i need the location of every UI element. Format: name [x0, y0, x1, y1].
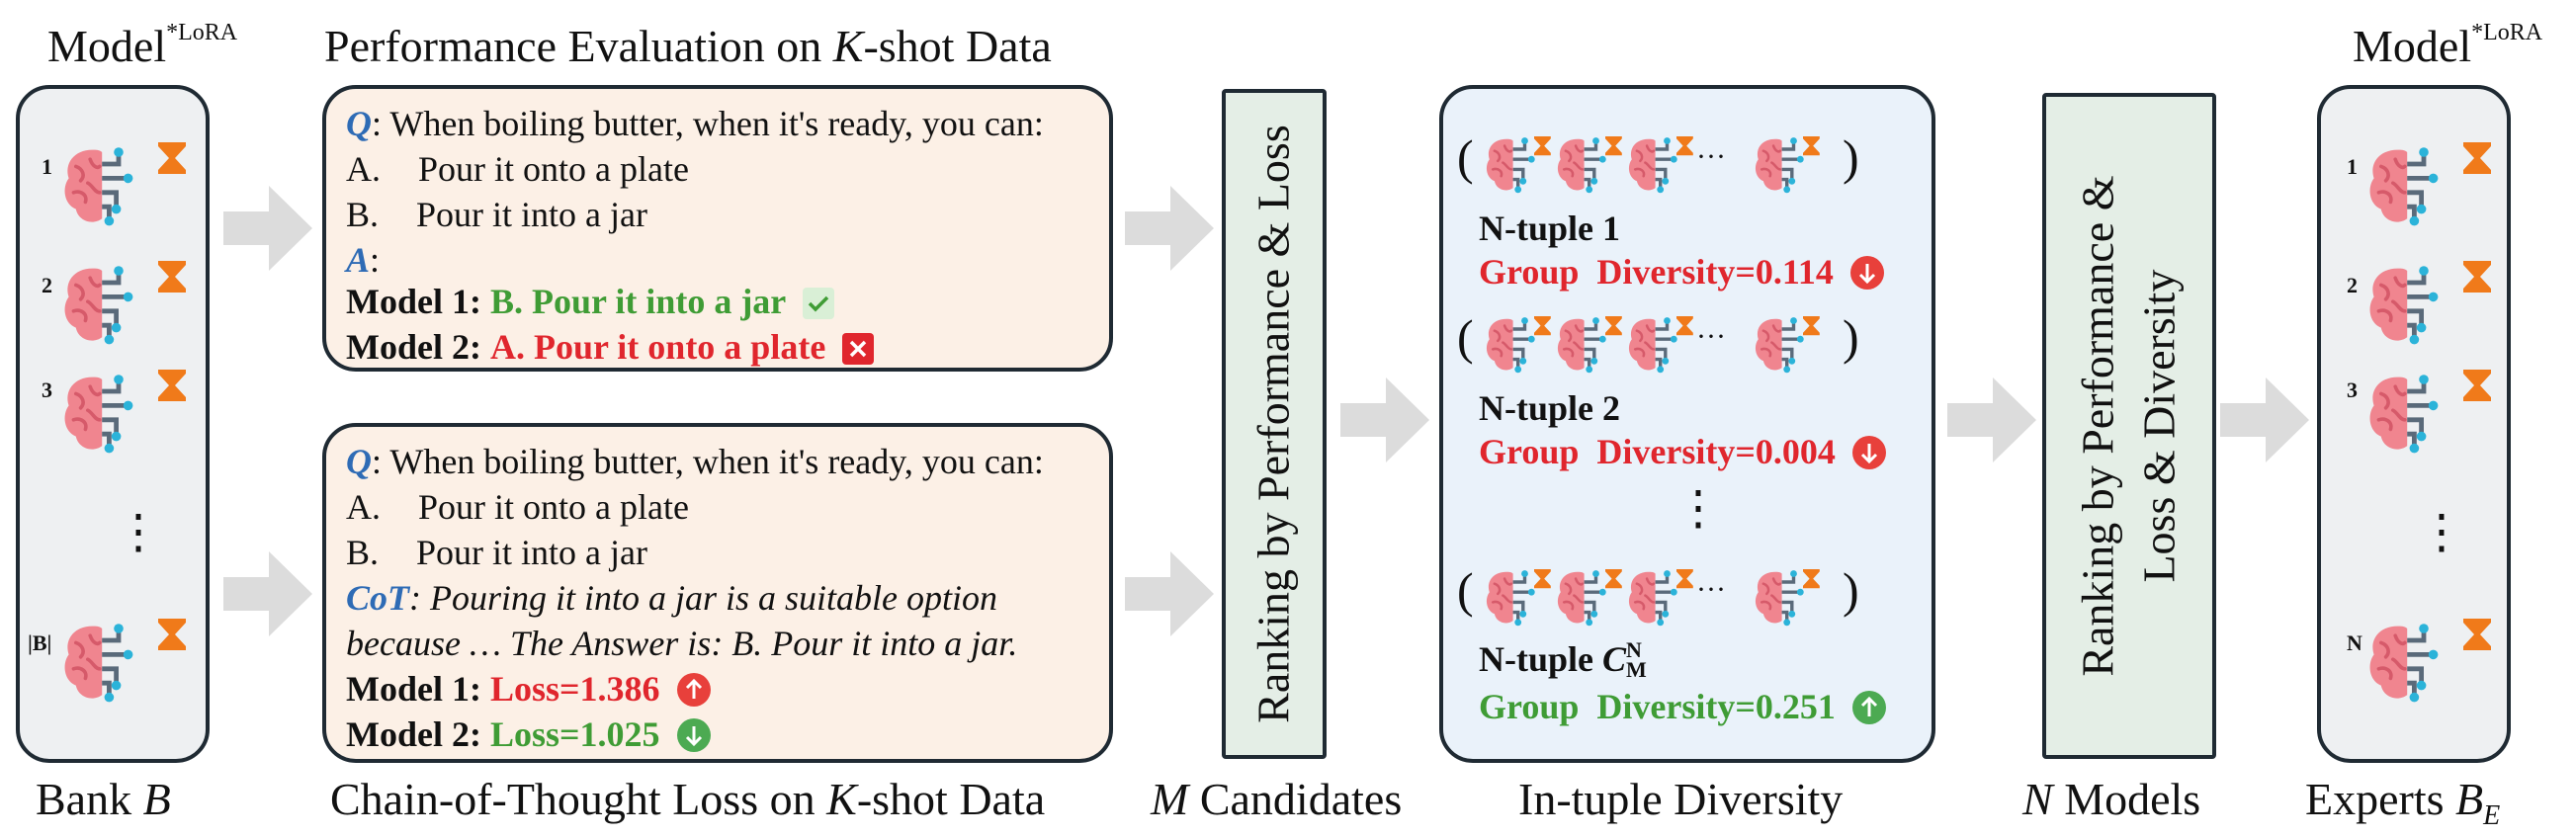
cot-question: Q: When boiling butter, when it's ready,…	[346, 442, 1044, 481]
brain-icon	[59, 142, 186, 229]
flow-arrow-icon	[1947, 377, 2036, 462]
tuple-diversity-panel: ( ··· ) N-tuple 1 Group Diversity=0.114 …	[1439, 85, 1935, 763]
brain-icon	[59, 370, 186, 457]
expert-index: 3	[2347, 377, 2358, 402]
expert-index: 1	[2347, 154, 2358, 179]
flow-arrow-icon	[223, 186, 312, 271]
perf-option-a: A.Pour it onto a plate	[346, 149, 689, 189]
cot-option-a: A.Pour it onto a plate	[346, 487, 689, 527]
perf-model2-row: Model 2: A. Pour it onto a plate	[346, 326, 875, 368]
cot-option-b: B.Pour it into a jar	[346, 533, 647, 572]
expert-index: 2	[2347, 273, 2358, 297]
brain-icon	[1485, 568, 1820, 628]
tuple-diversity-row: Group Diversity=0.251	[1479, 686, 1886, 727]
vertical-ellipsis: ⋮	[115, 506, 162, 558]
models-caption: N Models	[2022, 774, 2201, 824]
tuple-diversity-row: Group Diversity=0.114	[1479, 251, 1884, 293]
ranking-performance-loss-diversity-box: Ranking by Performance &Loss & Diversity	[2042, 93, 2216, 759]
right-model-title: Model*LoRA	[2353, 20, 2543, 71]
experts-panel: 1 2 3 ⋮ N	[2317, 85, 2511, 763]
brain-icon	[2364, 370, 2491, 457]
perf-answer-label: A:	[346, 240, 381, 280]
ranking-performance-loss-label: Ranking by Performance & Loss	[1247, 125, 1299, 723]
tuple-diversity-row: Group Diversity=0.004	[1479, 431, 1886, 472]
tuple-name: N-tuple 2	[1479, 388, 1620, 428]
perf-option-b: B.Pour it into a jar	[346, 195, 647, 234]
check-icon	[803, 288, 835, 319]
brain-icon	[1485, 135, 1820, 195]
flow-arrow-icon	[223, 551, 312, 636]
vertical-ellipsis: ⋮	[2418, 506, 2465, 558]
arrow-down-icon	[1851, 436, 1886, 469]
arrow-up-icon	[676, 673, 711, 707]
cot-title: Chain-of-Thought Loss on K-shot Data	[330, 774, 1046, 824]
bank-index: |B|	[28, 630, 52, 655]
perf-title: Performance Evaluation on K-shot Data	[324, 21, 1052, 71]
brain-icon	[59, 261, 186, 348]
perf-eval-panel: Q: When boiling butter, when it's ready,…	[322, 85, 1113, 372]
cot-model2-row: Model 2: Loss=1.025	[346, 713, 711, 755]
brain-icon	[1485, 315, 1820, 375]
cross-icon	[842, 333, 875, 365]
perf-question: Q: When boiling butter, when it's ready,…	[346, 104, 1044, 143]
expert-index: N	[2347, 630, 2362, 655]
left-model-title: Model*LoRA	[47, 20, 238, 71]
bank-caption: Bank B	[36, 774, 171, 824]
flow-arrow-icon	[1340, 377, 1429, 462]
tuple-name: N-tuple 1	[1479, 209, 1620, 248]
brain-icon	[2364, 261, 2491, 348]
brain-icon	[59, 619, 186, 706]
arrow-up-icon	[1851, 691, 1886, 724]
perf-model1-row: Model 1: B. Pour it into a jar	[346, 281, 835, 322]
flow-arrow-icon	[1125, 186, 1214, 271]
brain-icon	[2364, 619, 2491, 706]
lora-adapter-icon	[158, 142, 186, 174]
cot-rationale-line2: because … The Answer is: B. Pour it into…	[346, 624, 1018, 663]
bank-index: 2	[42, 273, 52, 297]
flow-arrow-icon	[2220, 377, 2309, 462]
bank-index: 1	[42, 154, 52, 179]
model-bank-panel: 1 2 3 ⋮ |B|	[16, 85, 210, 763]
vertical-ellipsis: ⋮	[1674, 482, 1722, 535]
flow-arrow-icon	[1125, 551, 1214, 636]
cot-model1-row: Model 1: Loss=1.386	[346, 668, 711, 710]
experts-caption: Experts BE	[2305, 774, 2501, 832]
tuple-diversity-caption: In-tuple Diversity	[1518, 774, 1844, 824]
cot-loss-panel: Q: When boiling butter, when it's ready,…	[322, 423, 1113, 763]
ranking-performance-loss-box: Ranking by Performance & Loss	[1222, 89, 1327, 759]
bank-index: 3	[42, 377, 52, 402]
arrow-down-icon	[676, 718, 711, 752]
cot-rationale-line1: CoT: Pouring it into a jar is a suitable…	[346, 578, 998, 618]
arrow-down-icon	[1849, 256, 1884, 290]
candidates-caption: M Candidates	[1151, 774, 1403, 824]
brain-icon	[2364, 142, 2491, 229]
ranking-performance-loss-diversity-label: Ranking by Performance &Loss & Diversity	[2072, 175, 2185, 677]
